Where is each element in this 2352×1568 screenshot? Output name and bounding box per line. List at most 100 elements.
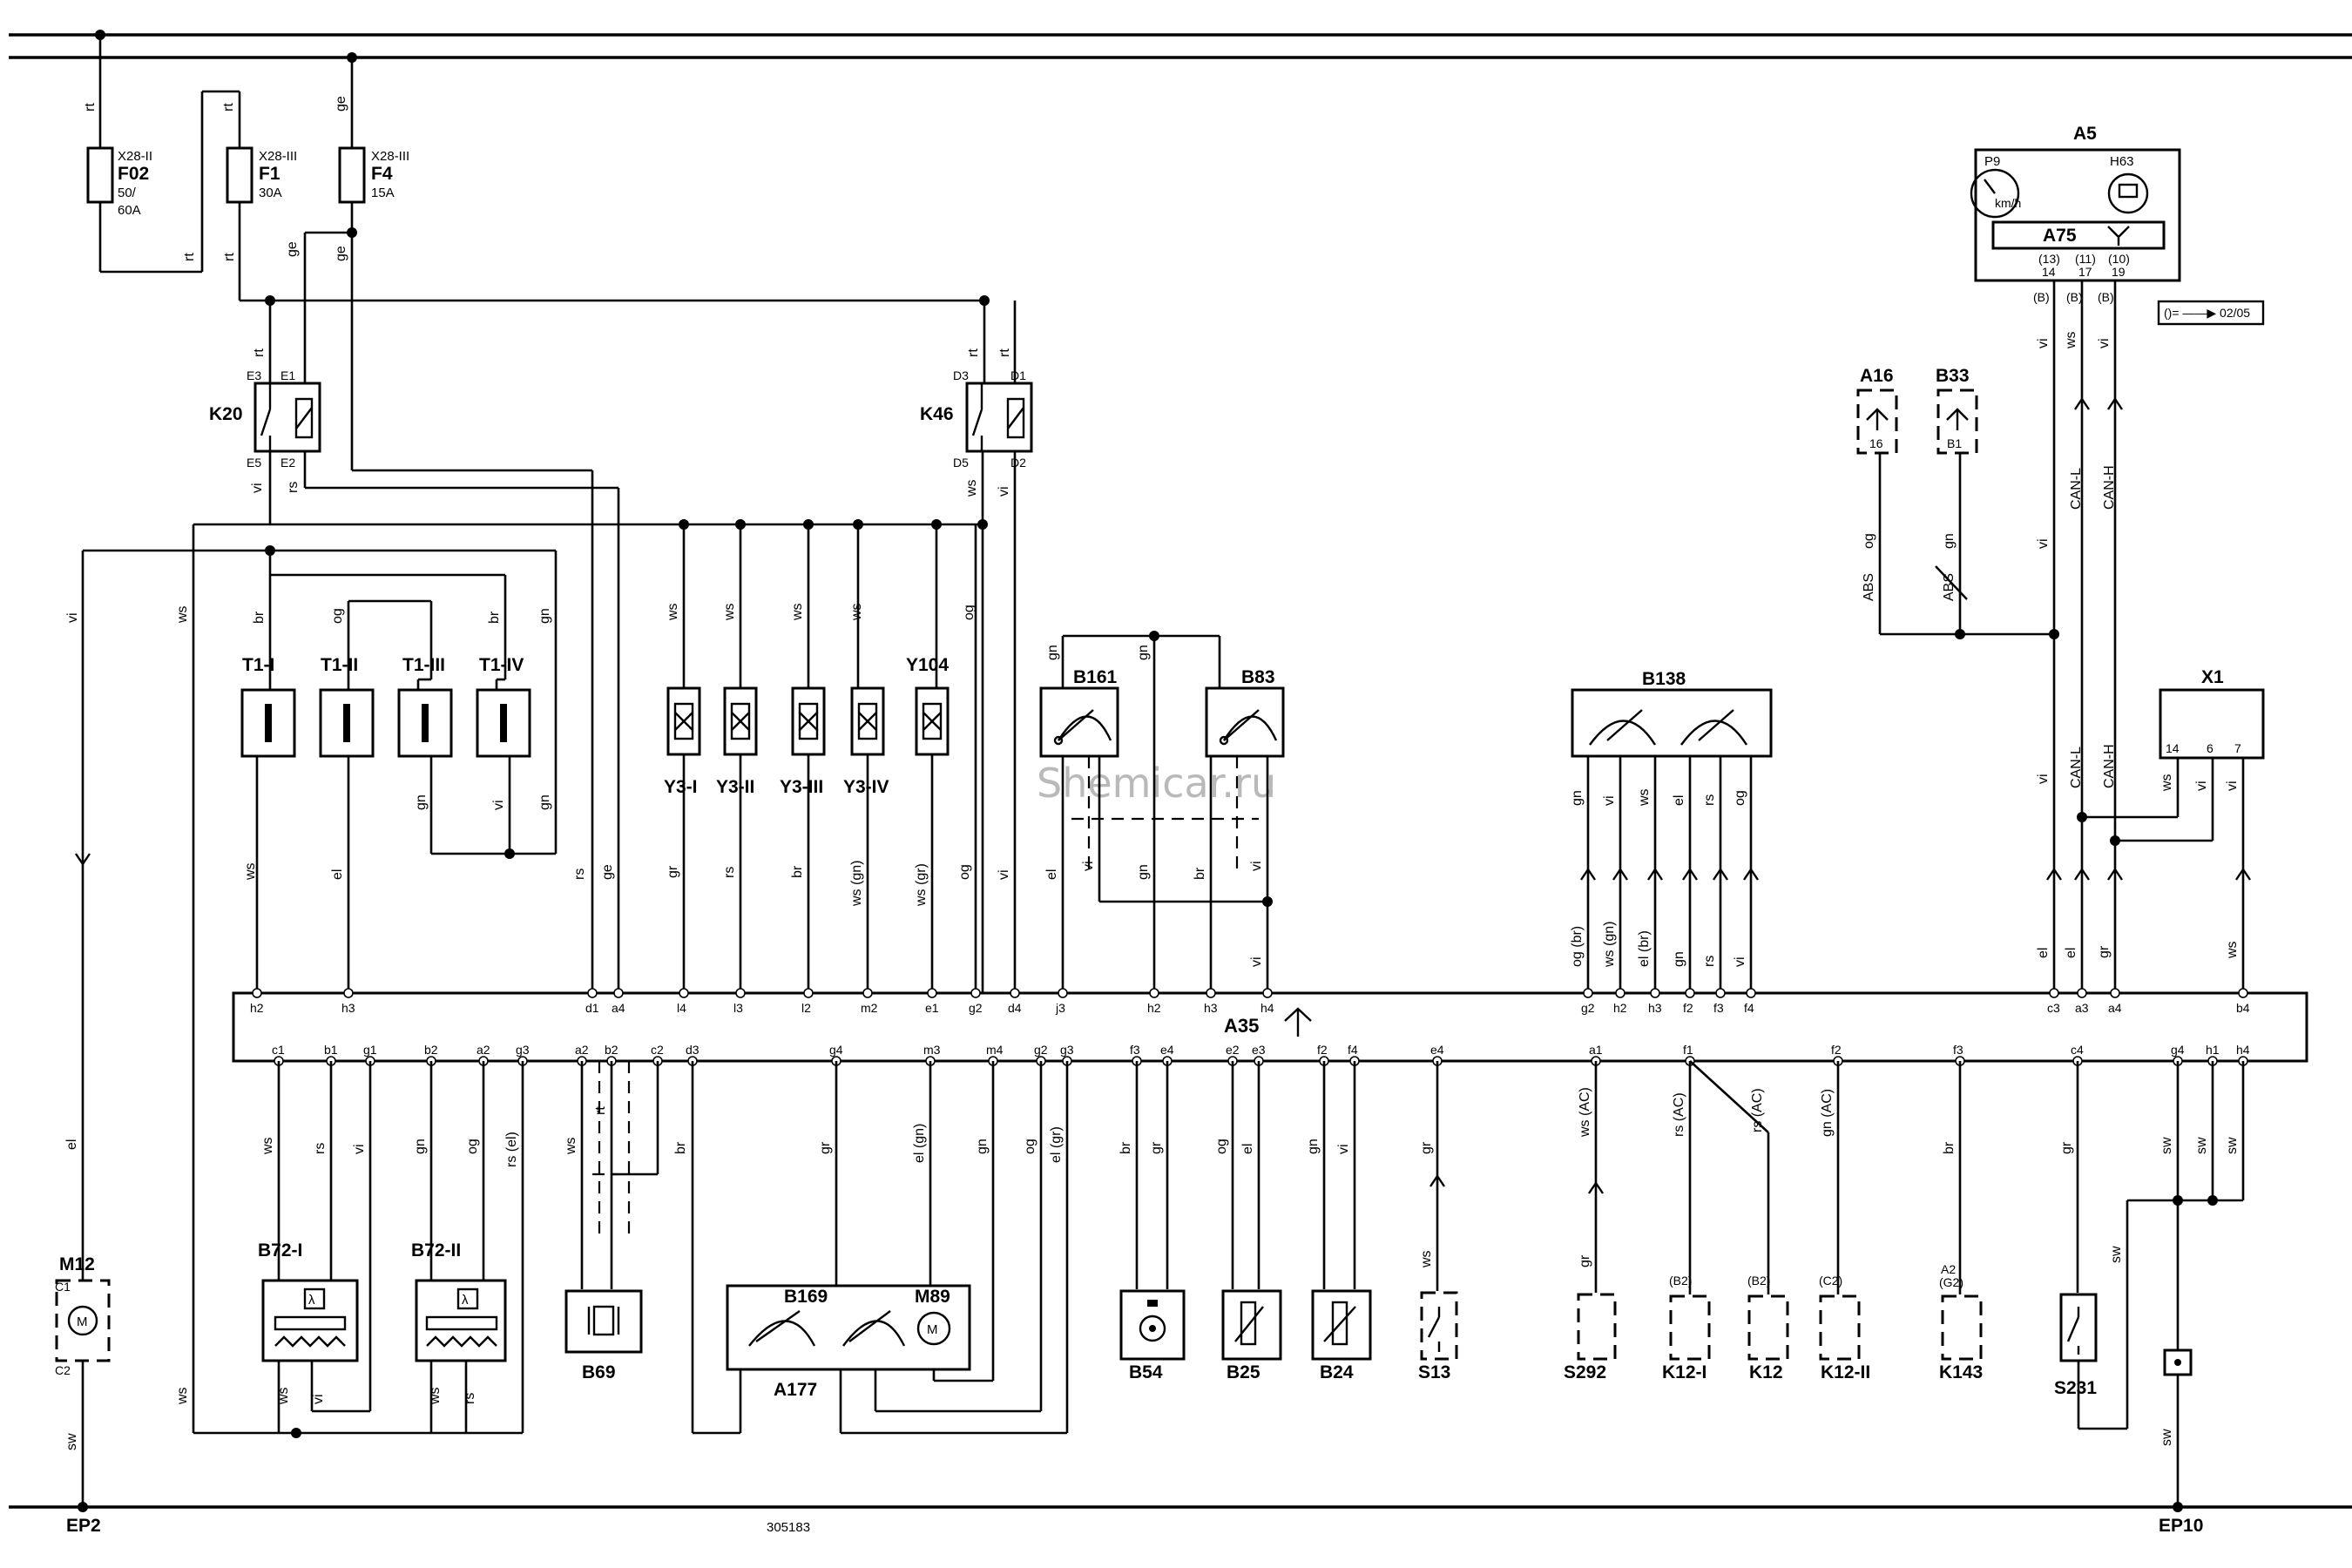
- svg-text:rs: rs: [722, 867, 737, 878]
- ecu-pin-label-bottom-18: e3: [1252, 1043, 1266, 1057]
- ecu-pin-top-11: [1058, 988, 1068, 998]
- relay-k46: D3 D1 D5 D2 K46: [920, 368, 1033, 470]
- sensor-b138: B138: [1571, 669, 1773, 758]
- svg-text:(C2): (C2): [1819, 1274, 1842, 1288]
- svg-text:D2: D2: [1010, 456, 1026, 470]
- ecu-pin-top-23: [2110, 988, 2120, 998]
- svg-text:ws: ws: [2064, 331, 2078, 349]
- svg-text:rs: rs: [463, 1393, 477, 1404]
- ecu-pin-label-top-18: f2: [1683, 1001, 1693, 1015]
- abs-module-a16: A16 16: [1856, 366, 1898, 455]
- svg-text:B72-II: B72-II: [411, 1240, 461, 1260]
- svg-text:vi: vi: [311, 1394, 326, 1404]
- svg-text:gn: gn: [975, 1139, 990, 1154]
- svg-text:el (gr): el (gr): [1049, 1126, 1064, 1163]
- svg-text:15A: 15A: [371, 186, 395, 200]
- svg-text:vi: vi: [250, 483, 265, 493]
- svg-text:og: og: [1023, 1139, 1037, 1154]
- svg-text:el: el: [2036, 948, 2051, 958]
- svg-text:rt: rt: [997, 348, 1012, 357]
- svg-text:el: el: [2064, 948, 2078, 958]
- svg-text:B83: B83: [1241, 667, 1275, 687]
- svg-text:Y3-IV: Y3-IV: [843, 777, 889, 797]
- svg-text:7: 7: [2234, 741, 2241, 755]
- ecu-pin-top-4: [679, 988, 689, 998]
- svg-text:ws: ws: [175, 605, 190, 624]
- svg-text:gr: gr: [1578, 1254, 1592, 1267]
- svg-text:K12-I: K12-I: [1662, 1362, 1707, 1382]
- svg-text:rs: rs: [572, 868, 587, 880]
- ecu-pin-label-bottom-4: a2: [476, 1043, 490, 1057]
- ecu-pin-label-top-20: f4: [1744, 1001, 1754, 1015]
- svg-text:rt: rt: [593, 1106, 608, 1115]
- svg-text:vi: vi: [1602, 795, 1617, 806]
- svg-text:17: 17: [2078, 265, 2092, 279]
- svg-text:gn: gn: [1136, 645, 1151, 660]
- ecu-pin-label-bottom-16: e4: [1160, 1043, 1174, 1057]
- svg-text:vi: vi: [997, 869, 1011, 880]
- svg-text:6: 6: [2207, 741, 2213, 755]
- svg-text:ws: ws: [790, 603, 805, 621]
- ecu-pin-label-bottom-24: f2: [1831, 1043, 1842, 1057]
- ecu-pin-label-top-11: j3: [1055, 1001, 1065, 1015]
- svg-text:gn: gn: [414, 794, 429, 810]
- ecu-pin-label-bottom-12: m4: [986, 1043, 1004, 1057]
- injector-y3-iii: Y3-III ws br: [780, 524, 826, 993]
- ecu-pin-label-bottom-13: g2: [1034, 1043, 1048, 1057]
- svg-text:T1-III: T1-III: [402, 655, 445, 675]
- svg-text:ws: ws: [428, 1387, 443, 1405]
- svg-text:K20: K20: [209, 404, 243, 424]
- ecu-pin-label-top-23: a4: [2108, 1001, 2122, 1015]
- svg-text:CAN-H: CAN-H: [2102, 465, 2117, 510]
- svg-text:br: br: [1119, 1141, 1133, 1154]
- svg-text:sw: sw: [64, 1433, 79, 1450]
- svg-text:30A: 30A: [259, 186, 282, 200]
- coil-t1-ii: T1-II: [319, 655, 375, 758]
- sensor-b83: B83: [1205, 667, 1285, 758]
- ecu-pin-label-bottom-21: e4: [1430, 1043, 1444, 1057]
- ecu-pin-label-top-2: d1: [585, 1001, 599, 1015]
- injector-y3-ii: Y3-II ws rs: [716, 524, 758, 993]
- svg-text:A5: A5: [2073, 124, 2097, 144]
- svg-text:14: 14: [2166, 741, 2180, 755]
- svg-text:gr: gr: [2097, 945, 2112, 958]
- svg-text:rs (el): rs (el): [504, 1132, 519, 1167]
- sensor-b24: B24: [1311, 1289, 1372, 1382]
- svg-text:vi: vi: [2097, 338, 2112, 348]
- svg-text:og: og: [330, 608, 345, 624]
- ecu-pin-top-8: [927, 988, 937, 998]
- svg-text:P9: P9: [1984, 154, 2000, 169]
- svg-text:B169: B169: [784, 1287, 828, 1307]
- svg-text:D1: D1: [1010, 368, 1026, 382]
- svg-text:D5: D5: [953, 456, 969, 470]
- ecu-pin-label-bottom-15: f3: [1130, 1043, 1140, 1057]
- ecu-pin-top-14: [1262, 988, 1273, 998]
- warning-lamp-icon: [2107, 172, 2149, 214]
- svg-text:K46: K46: [920, 404, 954, 424]
- svg-text:CAN-L: CAN-L: [2069, 468, 2084, 510]
- svg-text:B138: B138: [1642, 669, 1686, 689]
- ecu-pin-label-top-19: f3: [1713, 1001, 1724, 1015]
- switch-s13: S13: [1418, 1291, 1458, 1382]
- ecu-pin-top-7: [862, 988, 873, 998]
- ecu-pin-label-bottom-11: m3: [923, 1043, 941, 1057]
- ecu-pin-top-19: [1715, 988, 1726, 998]
- svg-text:ge: ge: [600, 864, 615, 880]
- ecu-pin-label-top-5: l3: [733, 1001, 743, 1015]
- svg-text:rt: rt: [221, 103, 236, 112]
- svg-text:C1: C1: [55, 1280, 71, 1294]
- svg-text:A35: A35: [1224, 1015, 1259, 1037]
- svg-text:gn: gn: [1570, 790, 1585, 806]
- ecu-pin-label-top-1: h3: [341, 1001, 355, 1015]
- svg-text:og: og: [1862, 533, 1876, 549]
- svg-text:F1: F1: [259, 164, 280, 184]
- ecu-pin-label-top-21: c3: [2047, 1001, 2060, 1015]
- svg-text:rt: rt: [966, 348, 981, 357]
- svg-text:(11): (11): [2075, 252, 2096, 266]
- svg-text:og: og: [957, 864, 972, 880]
- svg-text:gr: gr: [2059, 1141, 2074, 1154]
- svg-text:gr: gr: [666, 865, 680, 878]
- svg-text:gn: gn: [1942, 533, 1957, 549]
- svg-text:km/h: km/h: [1995, 196, 2021, 210]
- svg-text:A16: A16: [1860, 366, 1894, 386]
